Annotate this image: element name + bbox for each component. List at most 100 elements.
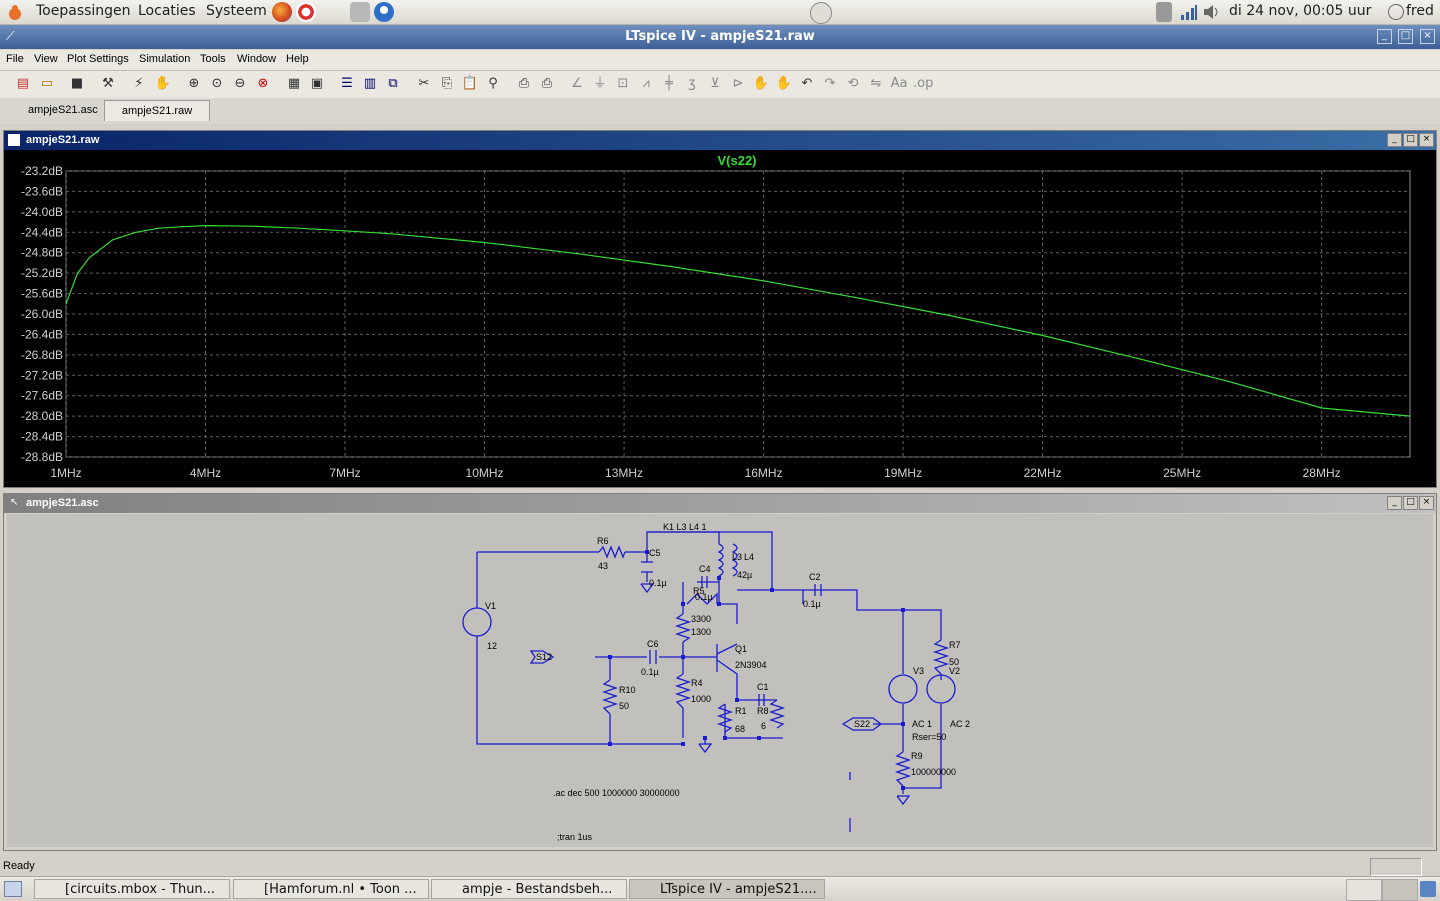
- disk-icon[interactable]: [1156, 2, 1172, 22]
- task-file-manager[interactable]: ampje - Bestandsbeh...: [431, 879, 627, 899]
- label-q1[interactable]: Q1: [735, 644, 747, 654]
- schematic-maximize-icon[interactable]: □: [1403, 496, 1418, 510]
- print-icon[interactable]: ⎙: [541, 76, 553, 91]
- label-c2[interactable]: C2: [809, 572, 821, 582]
- control-panel-icon[interactable]: ⚒: [102, 76, 114, 91]
- label-c6[interactable]: C6: [647, 639, 659, 649]
- text-icon[interactable]: Aa: [890, 76, 908, 91]
- label-r10[interactable]: R10: [619, 685, 636, 695]
- save-icon[interactable]: ■: [70, 76, 84, 91]
- value-r9[interactable]: 100000000: [911, 767, 956, 777]
- plot-window-header[interactable]: ampjeS21.raw _ □ ×: [4, 131, 1436, 150]
- menu-window[interactable]: Window: [237, 53, 277, 65]
- cursor-icon[interactable]: ▣: [310, 76, 324, 91]
- value-r4[interactable]: 1000: [691, 694, 711, 704]
- find-icon[interactable]: ⚲: [488, 76, 498, 91]
- ground-icon[interactable]: ⏚: [593, 76, 607, 91]
- value-r7[interactable]: 50: [949, 657, 959, 667]
- label-r1[interactable]: R1: [735, 706, 747, 716]
- value-v2[interactable]: AC 2: [950, 719, 970, 729]
- waveform-plot[interactable]: -23.2dB-23.6dB-24.0dB-24.4dB-24.8dB-25.2…: [4, 150, 1436, 487]
- open-icon[interactable]: ▭: [40, 76, 54, 91]
- cascade-icon[interactable]: ⧉: [388, 76, 398, 91]
- tile-vertical-icon[interactable]: ▥: [363, 76, 377, 91]
- show-desktop-icon[interactable]: [4, 881, 22, 897]
- menu-file[interactable]: File: [6, 53, 24, 65]
- workspace-2[interactable]: [1382, 879, 1418, 901]
- label-r6[interactable]: R6: [597, 536, 609, 546]
- menu-places[interactable]: Locaties: [138, 3, 196, 19]
- drag-icon[interactable]: ✋: [775, 76, 793, 91]
- value-r10[interactable]: 50: [619, 701, 629, 711]
- menu-view[interactable]: View: [34, 53, 58, 65]
- mirror-icon[interactable]: ⇋: [870, 76, 882, 91]
- task-thunderbird[interactable]: [circuits.mbox - Thun...: [34, 879, 230, 899]
- label-l4[interactable]: L4: [744, 552, 754, 562]
- power-icon[interactable]: [810, 2, 832, 24]
- minimize-icon[interactable]: _: [1377, 29, 1392, 44]
- move-icon[interactable]: ✋: [752, 76, 770, 91]
- menu-tools[interactable]: Tools: [200, 53, 226, 65]
- tile-horizontal-icon[interactable]: ☰: [341, 76, 353, 91]
- task-firefox[interactable]: [Hamforum.nl • Toon ...: [233, 879, 429, 899]
- value-v3[interactable]: AC 1: [912, 719, 932, 729]
- menu-simulation[interactable]: Simulation: [139, 53, 191, 65]
- maximize-icon[interactable]: □: [1398, 29, 1413, 44]
- user-name[interactable]: fred: [1406, 3, 1434, 19]
- plot-maximize-icon[interactable]: □: [1403, 133, 1418, 147]
- text-s12[interactable]: S12: [536, 652, 552, 662]
- cut-icon[interactable]: ✂: [418, 76, 430, 91]
- resistor-icon[interactable]: ⩘: [642, 76, 650, 91]
- firefox-launcher-icon[interactable]: [272, 2, 292, 22]
- tran-comment[interactable]: ;tran 1us: [557, 832, 593, 842]
- value-c5[interactable]: 0.1µ: [649, 578, 667, 588]
- label-net-icon[interactable]: ⊡: [617, 76, 629, 91]
- label-c5[interactable]: C5: [649, 548, 661, 558]
- volume-icon[interactable]: [1202, 3, 1222, 21]
- redo-icon[interactable]: ↷: [824, 76, 836, 91]
- tab-schematic[interactable]: ampjeS21.asc: [28, 104, 98, 116]
- user-power-icon[interactable]: [1388, 4, 1404, 20]
- label-r9[interactable]: R9: [911, 751, 923, 761]
- ac-directive[interactable]: .ac dec 500 1000000 30000000: [553, 788, 680, 798]
- copy-icon[interactable]: ⎘: [441, 76, 453, 91]
- value-v1[interactable]: 12: [487, 641, 497, 651]
- menu-plot-settings[interactable]: Plot Settings: [67, 53, 129, 65]
- close-icon[interactable]: ×: [1420, 29, 1435, 44]
- label-r4[interactable]: R4: [691, 678, 703, 688]
- label-v2[interactable]: V2: [949, 666, 960, 676]
- value-l[interactable]: 42µ: [737, 570, 752, 580]
- schematic-minimize-icon[interactable]: _: [1387, 496, 1402, 510]
- value-c4[interactable]: 0.1µ: [695, 592, 713, 602]
- menu-applications[interactable]: Toepassingen: [36, 3, 131, 19]
- label-c1[interactable]: C1: [757, 682, 769, 692]
- value-r3[interactable]: 1300: [691, 627, 711, 637]
- label-c4[interactable]: C4: [699, 564, 711, 574]
- capacitor-icon[interactable]: ╪: [665, 76, 673, 91]
- value-q1[interactable]: 2N3904: [735, 660, 767, 670]
- screenshot-launcher-icon[interactable]: [350, 2, 370, 22]
- zoom-in-icon[interactable]: ⊕: [188, 76, 200, 91]
- text-s22[interactable]: S22: [854, 719, 870, 729]
- value-c2[interactable]: 0.1µ: [803, 599, 821, 609]
- spice-directive-icon[interactable]: .op: [913, 76, 934, 91]
- trace-label[interactable]: V(s22): [717, 153, 756, 168]
- label-r7[interactable]: R7: [949, 640, 961, 650]
- value-r6[interactable]: 43: [598, 561, 608, 571]
- inductor-icon[interactable]: ʒ: [688, 76, 696, 91]
- label-k1[interactable]: K1 L3 L4 1: [663, 522, 707, 532]
- label-v3[interactable]: V3: [913, 666, 924, 676]
- pan-icon[interactable]: ⊙: [211, 76, 223, 91]
- value-v3-rser[interactable]: Rser=50: [912, 732, 946, 742]
- run-icon[interactable]: ⚡: [134, 76, 144, 91]
- schematic-close-icon[interactable]: ×: [1419, 496, 1434, 510]
- network-signal-icon[interactable]: [1180, 3, 1198, 21]
- trace-v-s22[interactable]: [65, 224, 1411, 417]
- print-setup-icon[interactable]: ⎙: [518, 76, 530, 91]
- schematic-canvas[interactable]: K1 L3 L4 1 R6 43 C5 0.1µ L3 L4 42µ C4 0.…: [7, 514, 1433, 847]
- help-launcher-icon[interactable]: [296, 2, 316, 22]
- value-r5[interactable]: 3300: [691, 614, 711, 624]
- gnome-foot-icon[interactable]: [6, 3, 24, 21]
- label-r8[interactable]: R8: [757, 706, 769, 716]
- paste-icon[interactable]: 📋: [461, 76, 479, 91]
